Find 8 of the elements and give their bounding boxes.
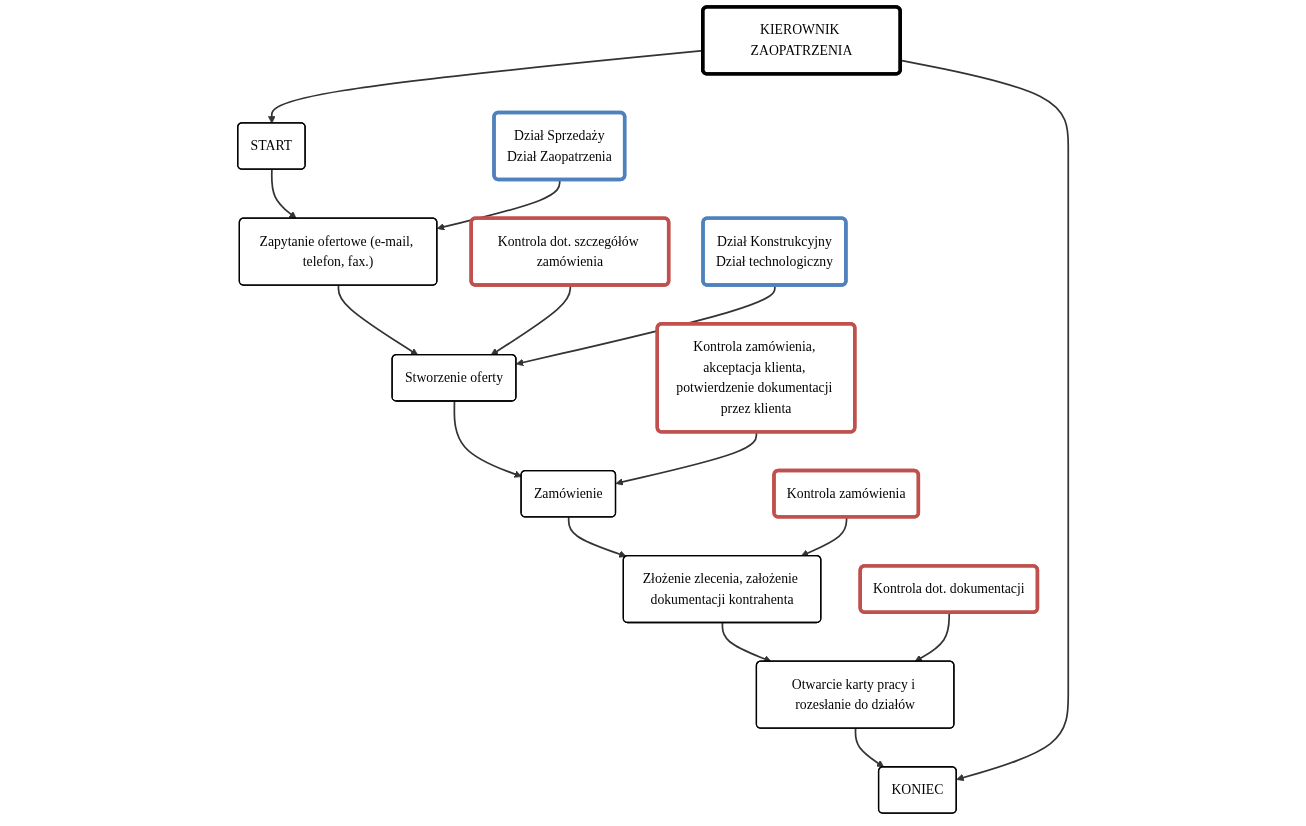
arrow xyxy=(453,400,522,478)
arrow xyxy=(567,516,627,558)
arrow xyxy=(854,727,885,768)
arrow xyxy=(337,284,419,356)
arrow xyxy=(270,168,297,219)
arrow xyxy=(615,431,758,486)
arrow xyxy=(721,622,772,663)
arrow xyxy=(800,516,848,557)
